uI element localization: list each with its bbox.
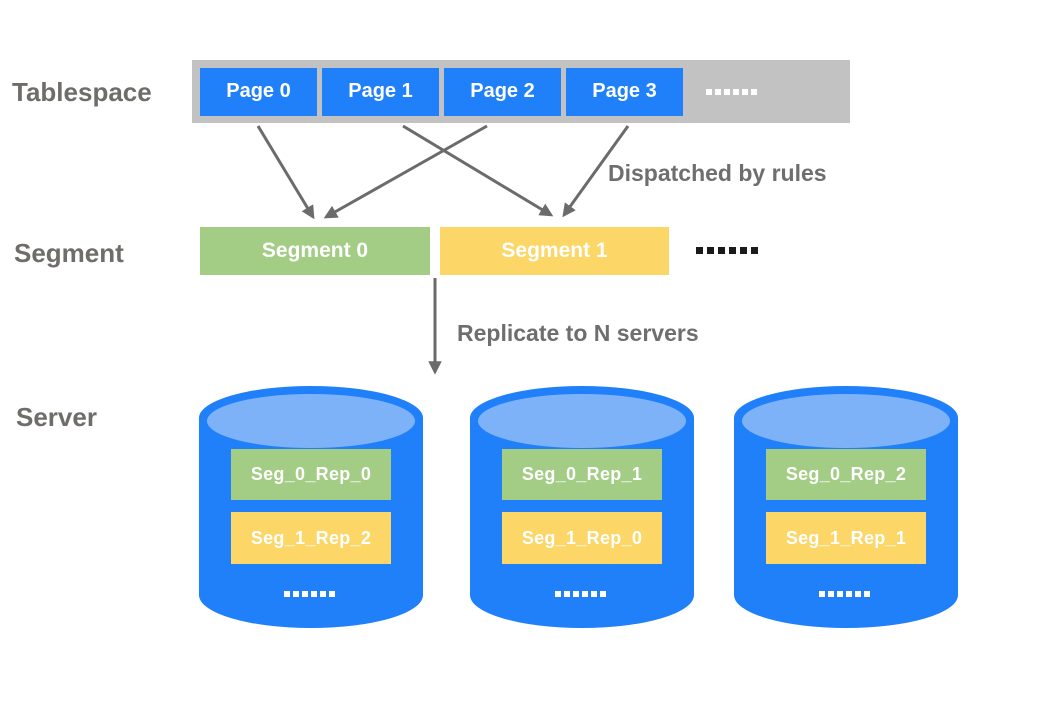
arrow-page1-to-segment1 — [402, 124, 554, 217]
database-cylinder-icon — [734, 386, 958, 628]
server-ellipsis-icon — [469, 591, 695, 597]
tablespace-bar: Page 0 Page 1 Page 2 Page 3 — [192, 60, 850, 123]
replica-box-seg1: Seg_1_Rep_2 — [231, 512, 391, 564]
segment-row-label: Segment — [14, 238, 124, 268]
arrow-page0-to-segment0 — [256, 125, 315, 220]
tablespace-row-label: Tablespace — [12, 77, 152, 107]
arrow-page2-to-segment0 — [323, 124, 488, 219]
page-box-3: Page 3 — [566, 67, 683, 116]
replica-box-seg0: Seg_0_Rep_1 — [502, 449, 662, 500]
replica-box-seg0: Seg_0_Rep_2 — [766, 449, 926, 500]
server-cylinder-1: Seg_0_Rep_1 Seg_1_Rep_0 — [469, 385, 695, 629]
server-cylinder-0: Seg_0_Rep_0 Seg_1_Rep_2 — [198, 385, 424, 629]
server-ellipsis-icon — [198, 591, 424, 597]
page-box-1: Page 1 — [322, 67, 439, 116]
page-box-2: Page 2 — [444, 67, 561, 116]
segment-0-box: Segment 0 — [200, 227, 430, 275]
segment-ellipsis-icon — [696, 247, 762, 254]
server-row-label: Server — [16, 402, 97, 432]
page-box-0: Page 0 — [200, 67, 317, 116]
segment-1-box: Segment 1 — [440, 227, 669, 275]
server-ellipsis-icon — [733, 591, 959, 597]
replica-box-seg1: Seg_1_Rep_1 — [766, 512, 926, 564]
server-cylinder-2: Seg_0_Rep_2 Seg_1_Rep_1 — [733, 385, 959, 629]
replica-box-seg1: Seg_1_Rep_0 — [502, 512, 662, 564]
dispatch-annotation: Dispatched by rules — [608, 160, 827, 186]
tablespace-ellipsis-icon — [706, 88, 760, 95]
replica-box-seg0: Seg_0_Rep_0 — [231, 449, 391, 500]
replicate-annotation: Replicate to N servers — [457, 320, 699, 346]
